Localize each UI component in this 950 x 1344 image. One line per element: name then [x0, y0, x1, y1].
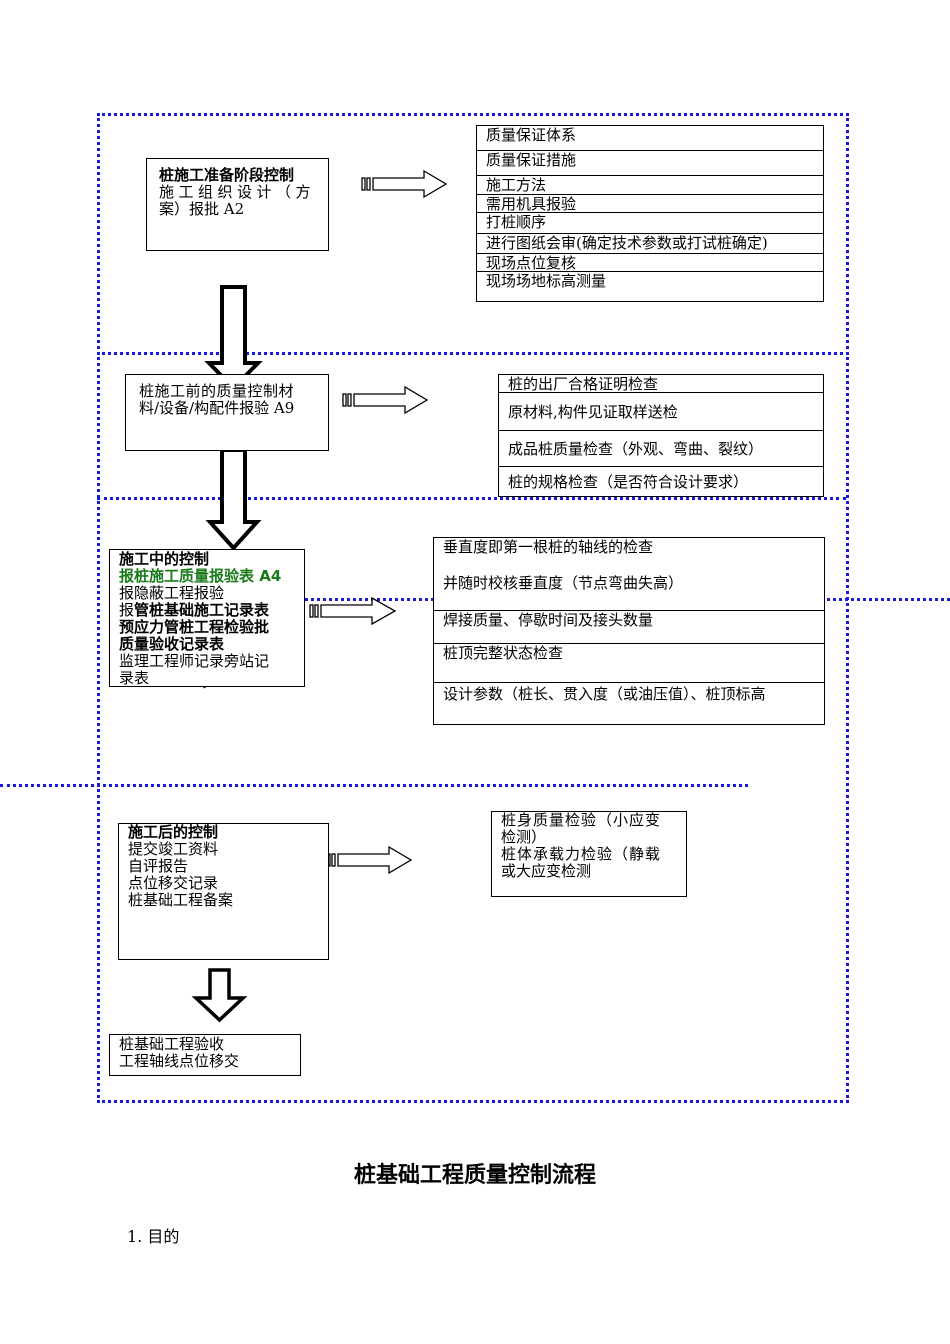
- list-item: 进行图纸会审(确定技术参数或打试桩确定): [477, 233, 823, 255]
- stage1-title: 桩施工准备阶段控制: [159, 166, 295, 184]
- doc-title: 桩基础工程质量控制流程: [353, 1163, 596, 1188]
- stage4-line: 点位移交记录: [128, 874, 219, 892]
- list-item: 垂直度即第一根桩的轴线的检查: [443, 538, 654, 556]
- dotted-region-2: [97, 352, 849, 1103]
- list-item: 焊接质量、停歇时间及接头数量: [434, 610, 824, 645]
- section-heading: 1. 目的: [127, 1227, 180, 1246]
- list-item: 原材料,构件见证取样送检: [499, 392, 823, 431]
- dotted-line-a: [97, 497, 846, 500]
- stage4-line: 自评报告: [128, 857, 189, 875]
- stage2-line2: 料/设备/构配件报验 A9: [139, 399, 295, 417]
- stage3-line7: 监理工程师记录旁站记: [119, 652, 270, 670]
- dotted-line-c: [0, 784, 748, 787]
- list-item: 质量保证措施: [477, 150, 823, 176]
- list-item: 打桩顺序: [477, 212, 823, 233]
- list-item: 成品桩质量检查（外观、弯曲、裂纹）: [499, 430, 823, 467]
- stage3-line4-bold: 管桩基础施工记录表: [134, 601, 270, 619]
- list-item: 现场点位复核: [477, 253, 823, 273]
- list-item: 设计参数（桩长、贯入度（或油压值）、桩顶标高: [434, 682, 824, 727]
- stage3-list: 垂直度即第一根桩的轴线的检查 并随时校核垂直度（节点弯曲失高） 焊接质量、停歇时…: [433, 537, 825, 725]
- stage4-title: 施工后的控制: [128, 823, 219, 841]
- stage3-green-line: 报桩施工质量报验表 A4: [119, 567, 282, 585]
- stage3-box: 施工中的控制 报桩施工质量报验表 A4 报隐蔽工程报验 报管桩基础施工记录表 预…: [109, 549, 305, 687]
- stage3-line5: 预应力管桩工程检验批: [119, 618, 270, 636]
- stage4-side-line: 检测）: [501, 828, 547, 846]
- list-item: 桩的出厂合格证明检查: [508, 375, 659, 393]
- stage4-line: 提交竣工资料: [128, 840, 219, 858]
- final-line: 工程轴线点位移交: [119, 1052, 240, 1070]
- list-item: 需用机具报验: [477, 194, 823, 214]
- list-item: 质量保证体系: [486, 126, 577, 144]
- stage2-box: 桩施工前的质量控制材 料/设备/构配件报验 A9: [125, 374, 329, 451]
- stage3-line4-prefix: 报: [119, 601, 135, 619]
- stage1-line2: 案）报批 A2: [159, 200, 245, 218]
- stage4-box: 施工后的控制 提交竣工资料 自评报告 点位移交记录 桩基础工程备案: [118, 823, 329, 960]
- stage2-list: 桩的出厂合格证明检查 原材料,构件见证取样送检 成品桩质量检查（外观、弯曲、裂纹…: [498, 374, 824, 497]
- stage1-list: 质量保证体系 质量保证措施 施工方法 需用机具报验 打桩顺序 进行图纸会审(确定…: [476, 125, 824, 302]
- stage4-side-box: 桩身质量检验（小应变 检测） 桩体承载力检验（静载 或大应变检测: [491, 811, 687, 897]
- list-item: 并随时校核垂直度（节点弯曲失高）: [443, 574, 684, 592]
- list-item: 桩的规格检查（是否符合设计要求）: [499, 466, 823, 497]
- stage4-side-line: 桩体承载力检验（静载: [501, 845, 662, 863]
- stage1-line1: 施工组织设计（方: [159, 183, 316, 201]
- list-item: 桩顶完整状态检查: [434, 643, 824, 684]
- list-item: 施工方法: [477, 175, 823, 196]
- stage3-line6: 质量验收记录表: [119, 635, 225, 653]
- stage1-box: 桩施工准备阶段控制 施工组织设计（方 案）报批 A2: [146, 158, 329, 251]
- stage3-line3: 报隐蔽工程报验: [119, 584, 225, 602]
- stage4-side-line: 桩身质量检验（小应变: [501, 811, 662, 829]
- stage2-line1: 桩施工前的质量控制材: [139, 382, 295, 400]
- stage4-line: 桩基础工程备案: [128, 891, 234, 909]
- stage4-side-line: 或大应变检测: [501, 862, 592, 880]
- final-box: 桩基础工程验收 工程轴线点位移交: [109, 1034, 301, 1076]
- list-item: 现场场地标高测量: [477, 271, 823, 292]
- stage3-line8: 录表: [119, 669, 150, 687]
- final-line: 桩基础工程验收: [119, 1035, 225, 1053]
- stage3-line4: 报管桩基础施工记录表: [119, 602, 269, 619]
- stage3-title: 施工中的控制: [119, 550, 210, 568]
